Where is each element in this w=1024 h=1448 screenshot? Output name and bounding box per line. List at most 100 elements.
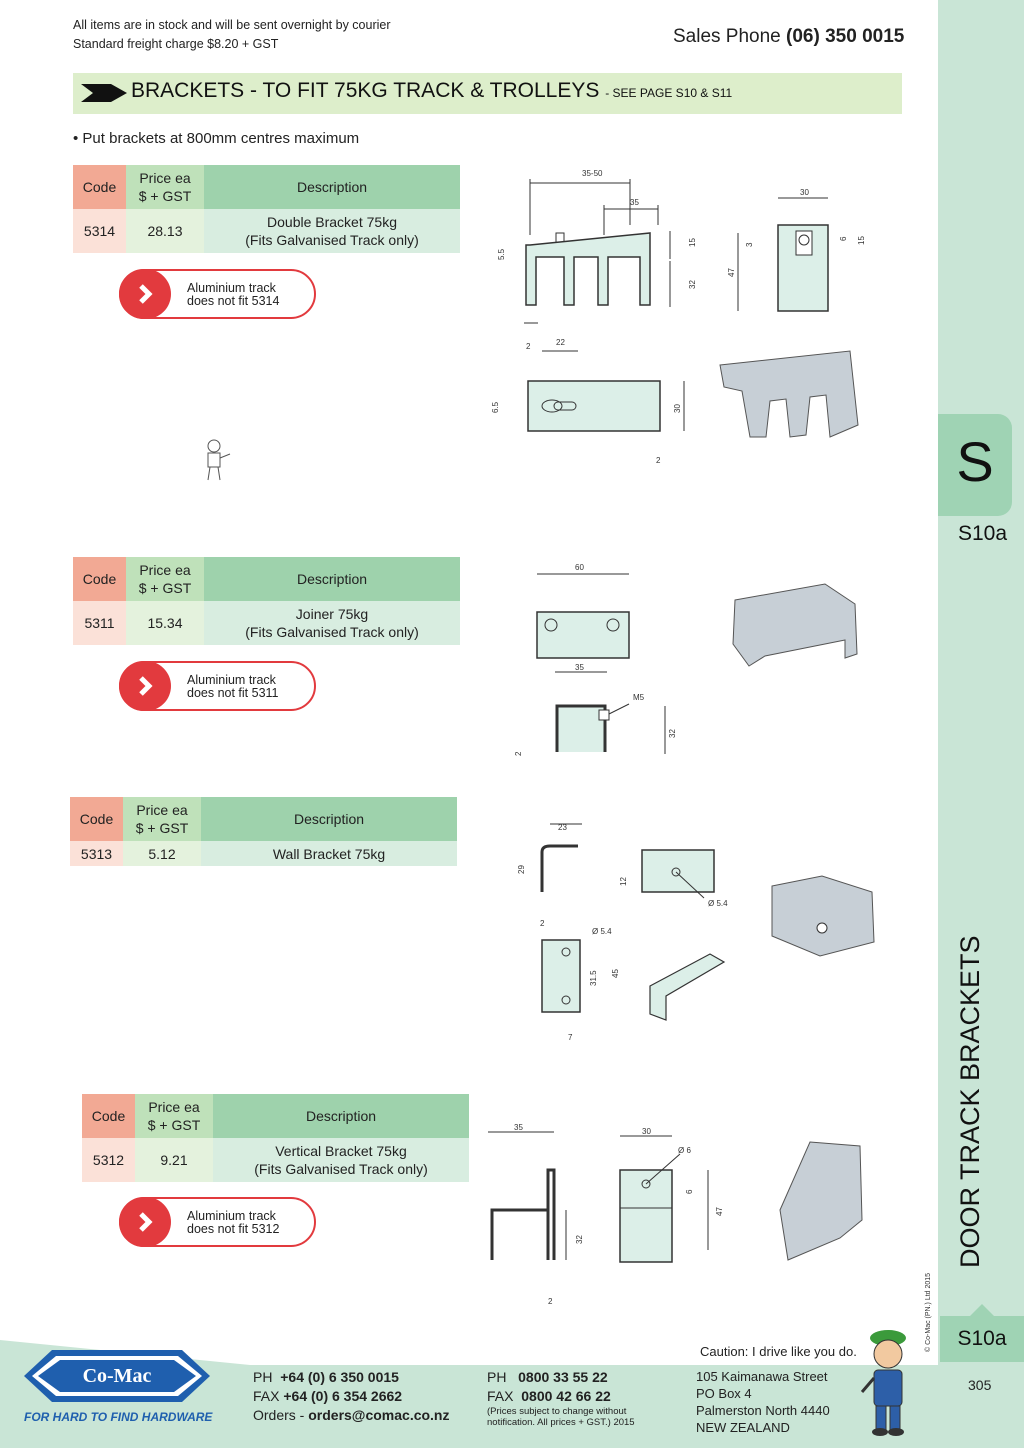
product-price: 9.21: [135, 1138, 213, 1182]
see-page-link[interactable]: - SEE PAGE S10 & S11: [605, 86, 733, 100]
sales-label: Sales Phone: [673, 26, 781, 47]
arrow-icon: [81, 84, 127, 102]
dim-label: 2: [514, 751, 523, 756]
disclaimer: notification. All prices + GST.) 2015: [487, 1417, 635, 1428]
dim-label: 5.5: [497, 248, 506, 260]
dim-label: 15: [688, 238, 697, 247]
dim-label: M5: [633, 693, 645, 702]
price-header: Price ea$ + GST: [126, 165, 204, 209]
drawing-5313: 23 29 2 12 Ø 5.4 Ø 5.4 31.5 45 7: [517, 823, 875, 1042]
code-header: Code: [70, 797, 123, 841]
product-price: 28.13: [126, 209, 204, 253]
dim-label: 3: [745, 242, 754, 247]
freephone-block: PH 0800 33 55 22 FAX 0800 42 66 22 (Pric…: [487, 1369, 635, 1428]
fax-number: +64 (0) 6 354 2662: [283, 1388, 403, 1404]
dim-label: 2: [540, 919, 545, 928]
dim-label: 30: [800, 188, 809, 197]
section-tab[interactable]: S: [938, 414, 1012, 516]
dim-label: Ø 6: [678, 1146, 691, 1155]
product-code: 5312: [82, 1138, 135, 1182]
product-description: Wall Bracket 75kg: [201, 841, 457, 866]
dim-label: 60: [575, 563, 584, 572]
stock-note: All items are in stock and will be sent …: [73, 16, 391, 54]
dim-label: 12: [619, 877, 628, 886]
dim-label: 47: [727, 268, 736, 277]
dim-label: 7: [568, 1033, 573, 1042]
page-code-bottom: S10a: [940, 1304, 1024, 1362]
dim-label: 45: [611, 969, 620, 978]
dim-label: Ø 5.4: [708, 899, 728, 908]
sales-phone: Sales Phone (06) 350 0015: [673, 26, 904, 48]
phone-link[interactable]: +64 (0) 6 350 0015: [280, 1369, 399, 1385]
copyright: © Co-Mac (PN.) Ltd 2015: [925, 1272, 932, 1352]
dim-label: 35: [630, 198, 639, 207]
dim-label: 6: [685, 1189, 694, 1194]
sales-number[interactable]: (06) 350 0015: [786, 26, 905, 47]
stock-note-line: All items are in stock and will be sent …: [73, 18, 391, 32]
dim-label: 30: [673, 404, 682, 413]
page-code: S10a: [958, 522, 1008, 545]
section-title: BRACKETS - TO FIT 75KG TRACK & TROLLEYS …: [131, 79, 732, 103]
logo-text: Co-Mac: [83, 1365, 152, 1387]
product-description: Joiner 75kg(Fits Galvanised Track only): [204, 601, 460, 645]
dim-label: 32: [668, 729, 677, 738]
chevron-right-icon: [119, 1197, 171, 1247]
product-code: 5313: [70, 841, 123, 866]
price-header: Price ea$ + GST: [135, 1094, 213, 1138]
dim-label: 6: [839, 236, 848, 241]
disclaimer: (Prices subject to change without: [487, 1406, 627, 1417]
dim-label: 31.5: [589, 970, 598, 986]
description-header: Description: [213, 1094, 469, 1138]
price-header: Price ea$ + GST: [123, 797, 201, 841]
drawing-5312: 35 32 2 30 Ø 6 6 47: [488, 1123, 863, 1306]
vertical-title: DOOR TRACK BRACKETS: [955, 935, 985, 1268]
dim-label: 6.5: [491, 401, 500, 413]
email-link[interactable]: orders@comac.co.nz: [308, 1407, 450, 1423]
contact-block: PH +64 (0) 6 350 0015 FAX +64 (0) 6 354 …: [253, 1369, 450, 1423]
freefax-number: 0800 42 66 22: [521, 1388, 611, 1404]
dim-label: 2: [526, 342, 531, 351]
description-header: Description: [204, 557, 460, 601]
page-number: 305: [968, 1377, 992, 1393]
section-title-band: BRACKETS - TO FIT 75KG TRACK & TROLLEYS …: [73, 73, 902, 114]
dim-label: 32: [575, 1235, 584, 1244]
code-header: Code: [73, 557, 126, 601]
dim-label: 35: [575, 663, 584, 672]
chevron-right-icon: [119, 269, 171, 319]
drawing-5314: 35-50 35 5.5 15 32 2 30 47 3 6 15 22 6.5…: [491, 169, 866, 465]
dim-label: 35: [514, 1123, 523, 1132]
section-title-text: BRACKETS - TO FIT 75KG TRACK & TROLLEYS: [131, 79, 600, 102]
dim-label: 35-50: [582, 169, 603, 178]
caution-text: Caution: I drive like you do.: [700, 1344, 857, 1359]
dim-label: 32: [688, 280, 697, 289]
freight-note-line: Standard freight charge $8.20 + GST: [73, 37, 279, 51]
price-header: Price ea$ + GST: [126, 557, 204, 601]
code-header: Code: [73, 165, 126, 209]
dim-label: 23: [558, 823, 567, 832]
product-price: 15.34: [126, 601, 204, 645]
mascot-small-icon: [207, 439, 231, 481]
product-code: 5314: [73, 209, 126, 253]
product-description: Vertical Bracket 75kg(Fits Galvanised Tr…: [213, 1138, 469, 1182]
dim-label: Ø 5.4: [592, 927, 612, 936]
code-header: Code: [82, 1094, 135, 1138]
product-price: 5.12: [123, 841, 201, 866]
description-header: Description: [201, 797, 457, 841]
dim-label: 29: [517, 865, 526, 874]
tagline: FOR HARD TO FIND HARDWARE: [24, 1410, 213, 1424]
dim-label: 47: [715, 1207, 724, 1216]
freephone-link[interactable]: 0800 33 55 22: [518, 1369, 608, 1385]
dim-label: 2: [548, 1297, 553, 1306]
sidebar: [938, 0, 1024, 1448]
dim-label: 2: [656, 456, 661, 465]
comac-logo[interactable]: Co-Mac: [24, 1348, 210, 1404]
drawing-5311: 60 35 M5 32 2: [514, 563, 858, 756]
product-code: 5311: [73, 601, 126, 645]
section-letter: S: [956, 430, 994, 493]
